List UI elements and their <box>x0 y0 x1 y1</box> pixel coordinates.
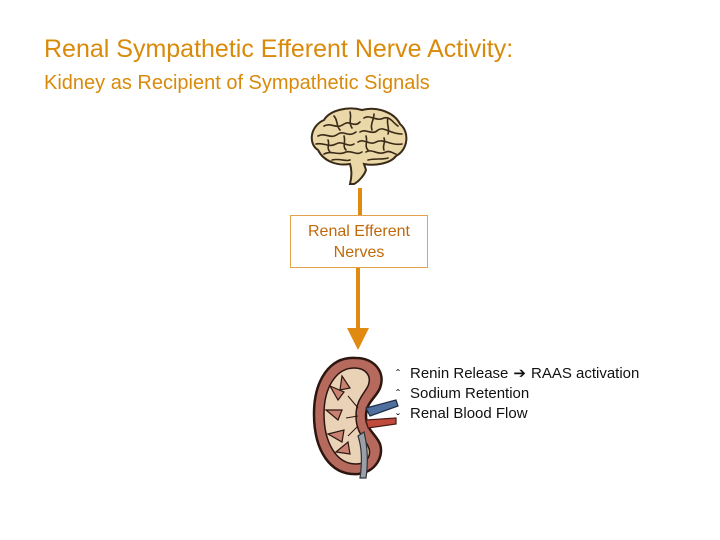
nerve-box-line-2: Nerves <box>333 243 385 261</box>
slide-subtitle: Kidney as Recipient of Sympathetic Signa… <box>44 72 430 94</box>
effect-label: Renin Release <box>410 365 509 382</box>
effect-renin-release: ˆ Renin Release ➔ RAAS activation <box>396 364 639 384</box>
kidney-icon <box>312 356 399 479</box>
decrease-marker: ˇ <box>396 411 400 425</box>
effect-result: RAAS activation <box>530 365 640 382</box>
effect-renal-blood-flow: ˇ Renal Blood Flow <box>396 404 639 425</box>
renal-effects-list: ˆ Renin Release ➔ RAAS activation ˆ Sodi… <box>396 364 639 425</box>
connector-arrowhead <box>347 328 369 350</box>
effect-label: Sodium Retention <box>410 385 530 402</box>
renal-efferent-nerves-box: Renal Efferent Nerves <box>290 215 428 268</box>
effect-sodium-retention: ˆ Sodium Retention <box>396 384 639 404</box>
right-arrow-icon: ➔ <box>513 365 526 382</box>
slide-title: Renal Sympathetic Efferent Nerve Activit… <box>44 35 514 63</box>
brain-icon <box>310 107 408 185</box>
effect-label: Renal Blood Flow <box>410 405 528 422</box>
nerve-box-line-1: Renal Efferent <box>308 222 410 240</box>
nerve-connector <box>347 188 369 350</box>
increase-marker: ˆ <box>396 367 400 381</box>
increase-marker: ˆ <box>396 387 400 401</box>
